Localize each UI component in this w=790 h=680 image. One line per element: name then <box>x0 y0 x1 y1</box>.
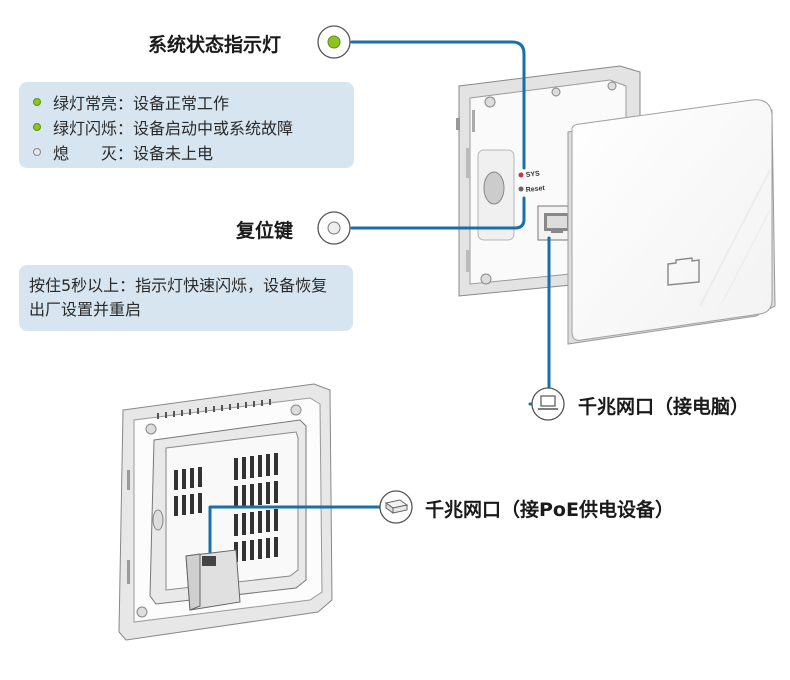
poe-switch-icon <box>379 490 413 524</box>
sys-indicator-label: 系统状态指示灯 <box>148 34 282 56</box>
led-green-icon <box>317 25 351 59</box>
button-circle-icon <box>317 211 351 245</box>
reset-description-text: 按住5秒以上：指示灯快速闪烁，设备恢复出厂设置并重启 <box>29 276 328 319</box>
leader-line-reset <box>350 196 526 230</box>
device-marking-reset: Reset <box>525 185 545 194</box>
led-legend-panel: 绿灯常亮：设备正常工作 绿灯闪烁：设备启动中或系统故障 熄 灭：设备未上电 <box>19 82 354 168</box>
legend-bullet-1 <box>33 122 41 131</box>
legend-text: 绿灯闪烁：设备启动中或系统故障 <box>53 118 294 138</box>
front-cover-device <box>567 99 776 345</box>
rear-device <box>118 383 333 641</box>
laptop-icon <box>531 387 565 421</box>
legend-text: 熄 灭：设备未上电 <box>53 143 214 163</box>
reset-description-panel: 按住5秒以上：指示灯快速闪烁，设备恢复出厂设置并重启 <box>19 265 353 331</box>
leader-line-sys <box>350 40 526 170</box>
leader-line-poe <box>208 505 382 554</box>
legend-row: 绿灯常亮：设备正常工作 <box>33 89 340 114</box>
sys-led-on-device <box>518 172 524 178</box>
legend-row: 绿灯闪烁：设备启动中或系统故障 <box>33 114 340 139</box>
lan-port-pc-label: 千兆网口（接电脑） <box>578 396 750 418</box>
legend-bullet-0 <box>33 97 41 106</box>
legend-row: 熄 灭：设备未上电 <box>33 139 340 164</box>
port-icon-on-cover <box>667 257 700 286</box>
reset-key-label: 复位键 <box>236 220 294 242</box>
device-marking-sys: SYS <box>525 171 540 179</box>
legend-text: 绿灯常亮：设备正常工作 <box>53 93 230 113</box>
lan-port-poe-label: 千兆网口（接PoE供电设备） <box>425 499 674 521</box>
reset-hole-on-device <box>518 186 524 192</box>
legend-bullet-2 <box>33 147 41 156</box>
